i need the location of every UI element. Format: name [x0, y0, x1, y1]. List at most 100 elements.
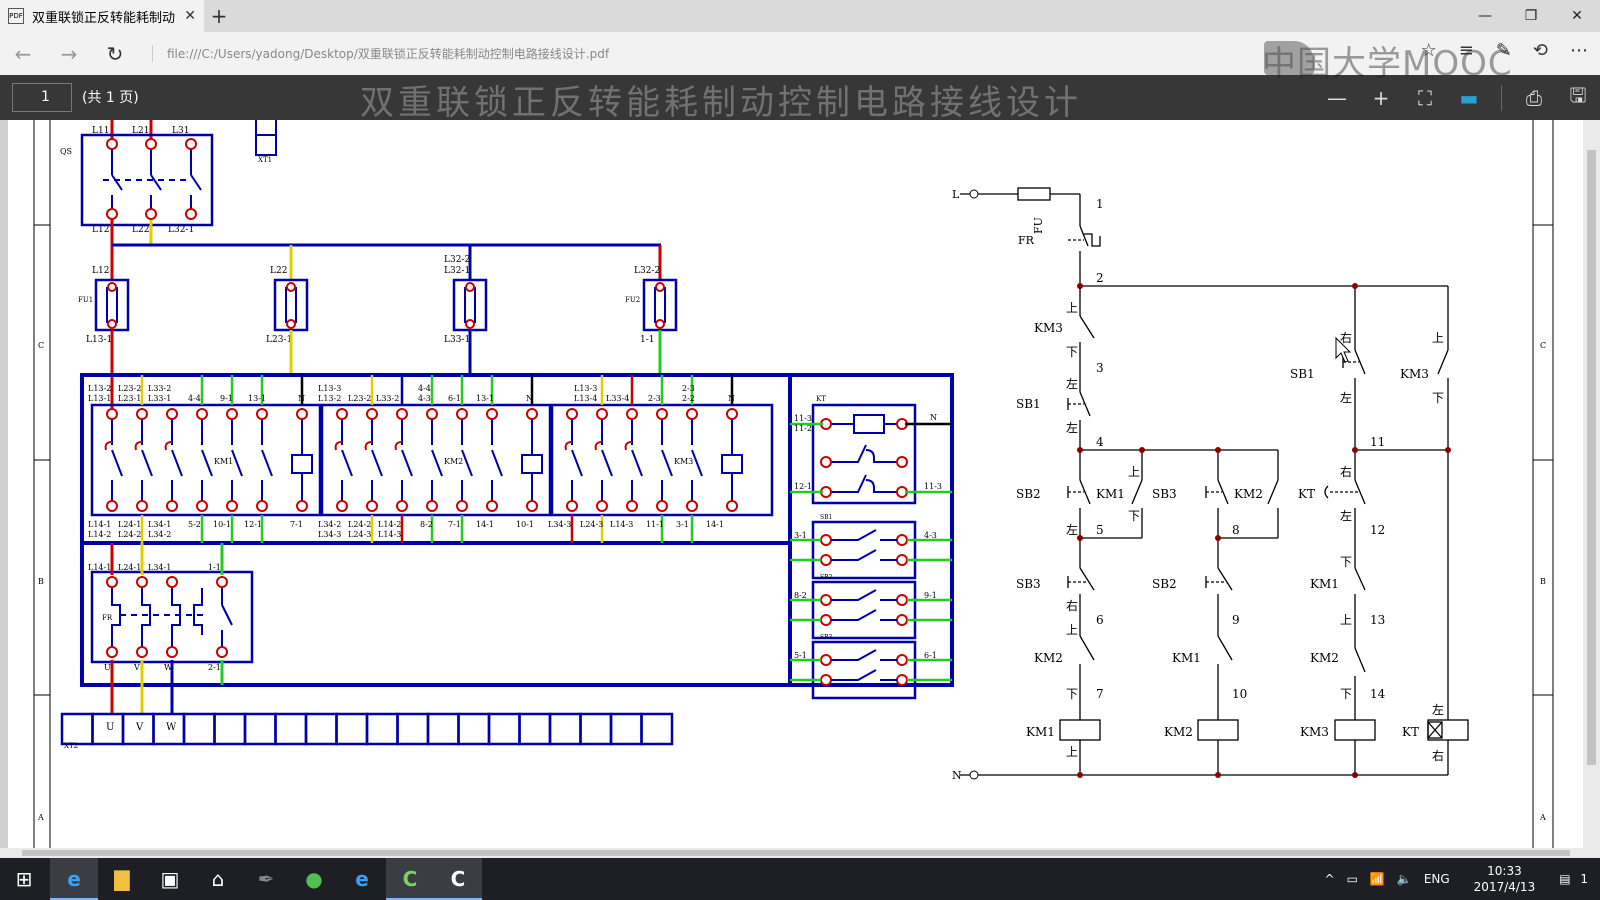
svg-text:13: 13 [1370, 613, 1385, 627]
n-terminal-label: N [952, 769, 962, 782]
fit-page-icon[interactable]: ⛶ [1418, 85, 1432, 110]
svg-text:KT: KT [1298, 487, 1315, 501]
scroll-thumb[interactable] [1587, 150, 1596, 765]
close-window-button[interactable]: ✕ [1571, 8, 1583, 24]
svg-text:L12: L12 [92, 225, 109, 235]
layout-icon[interactable]: ▬ [1459, 85, 1479, 110]
minimize-button[interactable]: — [1478, 8, 1492, 24]
svg-text:11-3: 11-3 [794, 414, 812, 423]
save-icon[interactable]: 🖫 [1569, 82, 1587, 107]
volume-icon[interactable]: 🔈 [1396, 872, 1412, 886]
store-icon[interactable]: ▣ [160, 867, 180, 891]
scroll-thumb-h[interactable] [22, 850, 1570, 856]
refresh-button[interactable]: ↻ [106, 41, 124, 66]
svg-text:10-1: 10-1 [213, 520, 231, 529]
start-button[interactable]: ⊞ [15, 867, 33, 891]
svg-text:V: V [133, 663, 140, 672]
svg-text:10: 10 [1232, 687, 1247, 701]
mooc-logo-icon [1264, 41, 1314, 75]
svg-text:9-1: 9-1 [924, 591, 937, 600]
svg-text:8-2: 8-2 [794, 591, 807, 600]
svg-text:L31: L31 [172, 126, 189, 136]
fr-wiring-label: FR [102, 614, 113, 622]
svg-text:3-1: 3-1 [794, 531, 807, 540]
circuit-drawing: CBA CBA L31 XT1 QS L11 L21 L31 [33, 74, 1554, 848]
svg-text:9-1: 9-1 [220, 394, 233, 403]
svg-text:SB3: SB3 [1152, 487, 1177, 501]
svg-text:L14-3: L14-3 [610, 520, 633, 529]
hub-icon[interactable]: ≡ [1458, 40, 1474, 61]
svg-text:L34-2: L34-2 [318, 520, 341, 529]
chat-app-icon[interactable]: ● [305, 867, 323, 891]
svg-text:L13-1: L13-1 [88, 394, 111, 403]
page-count: (共 1 页) [82, 90, 139, 106]
km1-coil-label: KM1 [1026, 725, 1055, 739]
print-icon[interactable]: ⎙ [1526, 85, 1542, 110]
svg-text:10-1: 10-1 [516, 520, 534, 529]
svg-text:B: B [1540, 577, 1546, 586]
km1-wiring-label: KM1 [214, 457, 233, 466]
svg-text:L11: L11 [92, 126, 109, 136]
pdf-icon: PDF [8, 8, 24, 24]
svg-text:L34-1: L34-1 [148, 563, 171, 572]
more-icon[interactable]: ⋯ [1570, 40, 1588, 61]
forward-button[interactable]: → [60, 41, 78, 66]
zoom-in-icon[interactable]: + [1372, 85, 1390, 110]
edge-browser-icon[interactable]: e [50, 858, 98, 900]
home-icon[interactable]: ⌂ [211, 867, 225, 891]
svg-text:KM3: KM3 [1034, 321, 1063, 335]
svg-text:C: C [1540, 341, 1546, 350]
svg-text:L13-4: L13-4 [574, 394, 597, 403]
svg-text:12-1: 12-1 [794, 482, 812, 491]
pdf-toolbar: 双重联锁正反转能耗制动控制电路接线设计 1 (共 1 页) — + ⛶ ▬ ⎙ … [0, 75, 1600, 123]
vertical-scrollbar[interactable] [1583, 120, 1600, 848]
browser-tab[interactable]: PDF 双重联锁正反转能耗制动 ✕ [0, 0, 204, 32]
camtasia-recorder-icon[interactable]: C [434, 858, 482, 900]
svg-text:6-1: 6-1 [448, 394, 461, 403]
battery-icon[interactable]: ▭ [1346, 872, 1358, 886]
url-field[interactable]: file:///C:/Users/yadong/Desktop/双重联锁正反转能… [152, 45, 1092, 62]
svg-text:L24-1: L24-1 [118, 520, 141, 529]
web-note-icon[interactable]: ✎ [1495, 40, 1511, 61]
page-number-input[interactable]: 1 [12, 83, 72, 112]
svg-text:V: V [135, 722, 144, 733]
svg-text:左: 左 [1340, 508, 1352, 523]
svg-text:上: 上 [1340, 613, 1352, 627]
km3-coil-label: KM3 [1300, 725, 1329, 739]
svg-text:L34-1: L34-1 [148, 520, 171, 529]
restore-button[interactable]: ❐ [1524, 8, 1538, 24]
svg-text:8-2: 8-2 [420, 520, 433, 529]
tab-title: 双重联锁正反转能耗制动 [32, 10, 176, 26]
notification-icon[interactable]: ▤ 1 [1559, 872, 1588, 886]
camtasia-icon[interactable]: C [386, 858, 434, 900]
svg-text:5: 5 [1096, 523, 1104, 537]
svg-text:KM2: KM2 [1234, 487, 1263, 501]
svg-text:L33-4: L33-4 [606, 394, 629, 403]
pen-icon[interactable]: ✒ [257, 867, 275, 891]
file-explorer-icon[interactable]: ▇ [114, 867, 130, 891]
horizontal-scrollbar[interactable] [0, 848, 1600, 858]
svg-text:下: 下 [1340, 687, 1352, 701]
new-tab-button[interactable]: + [210, 4, 228, 28]
svg-text:5-1: 5-1 [794, 651, 807, 660]
favorite-icon[interactable]: ☆ [1420, 40, 1437, 61]
network-icon[interactable]: 📶 [1369, 872, 1385, 886]
close-tab-icon[interactable]: ✕ [184, 8, 196, 24]
browser-tab-bar: PDF 双重联锁正反转能耗制动 ✕ + — ❐ ✕ [0, 0, 1600, 32]
document-title: 双重联锁正反转能耗制动控制电路接线设计 [360, 83, 1082, 123]
tray-expand-icon[interactable]: ^ [1324, 872, 1335, 886]
svg-text:6-1: 6-1 [924, 651, 937, 660]
svg-text:12-1: 12-1 [244, 520, 262, 529]
zoom-out-icon[interactable]: — [1327, 85, 1347, 110]
svg-text:B: B [38, 577, 44, 586]
svg-text:FU: FU [1032, 217, 1045, 234]
language-indicator[interactable]: ENG [1423, 872, 1450, 886]
share-icon[interactable]: ⟲ [1532, 40, 1548, 61]
back-button[interactable]: ← [14, 41, 32, 66]
svg-text:L14-1: L14-1 [88, 563, 111, 572]
svg-text:11: 11 [1370, 435, 1385, 449]
svg-text:左: 左 [1066, 420, 1078, 435]
ie-browser-icon[interactable]: e [355, 867, 369, 891]
svg-text:L32-2: L32-2 [444, 255, 470, 265]
